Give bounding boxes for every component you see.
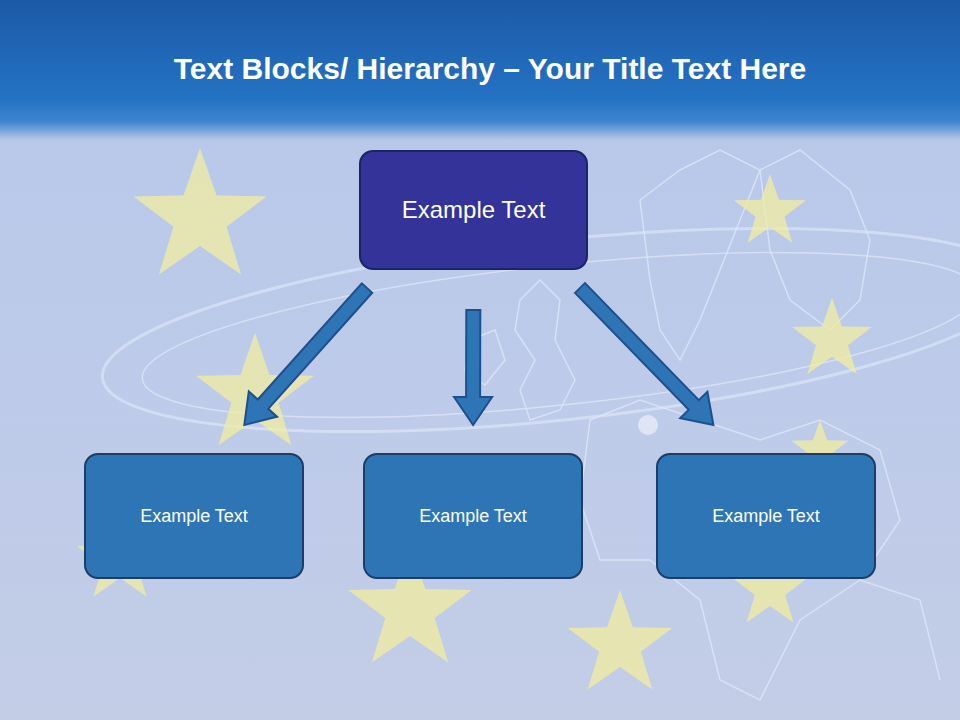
eu-star: [734, 174, 806, 243]
light-spot: [638, 415, 658, 435]
child-box: Example Text: [84, 453, 304, 579]
block-arrow: [244, 283, 372, 425]
block-arrow: [575, 283, 713, 425]
box-text: Example Text: [130, 506, 258, 527]
parent-box: Example Text: [359, 150, 588, 270]
block-arrow: [454, 310, 492, 425]
child-box: Example Text: [656, 453, 876, 579]
box-text: Example Text: [392, 196, 556, 224]
child-box: Example Text: [363, 453, 583, 579]
eu-star: [133, 148, 266, 275]
eu-star: [568, 590, 673, 690]
eu-star: [196, 333, 314, 445]
box-text: Example Text: [409, 506, 537, 527]
slide-title: Text Blocks/ Hierarchy – Your Title Text…: [40, 52, 940, 86]
eu-star: [792, 298, 872, 374]
box-text: Example Text: [702, 506, 830, 527]
